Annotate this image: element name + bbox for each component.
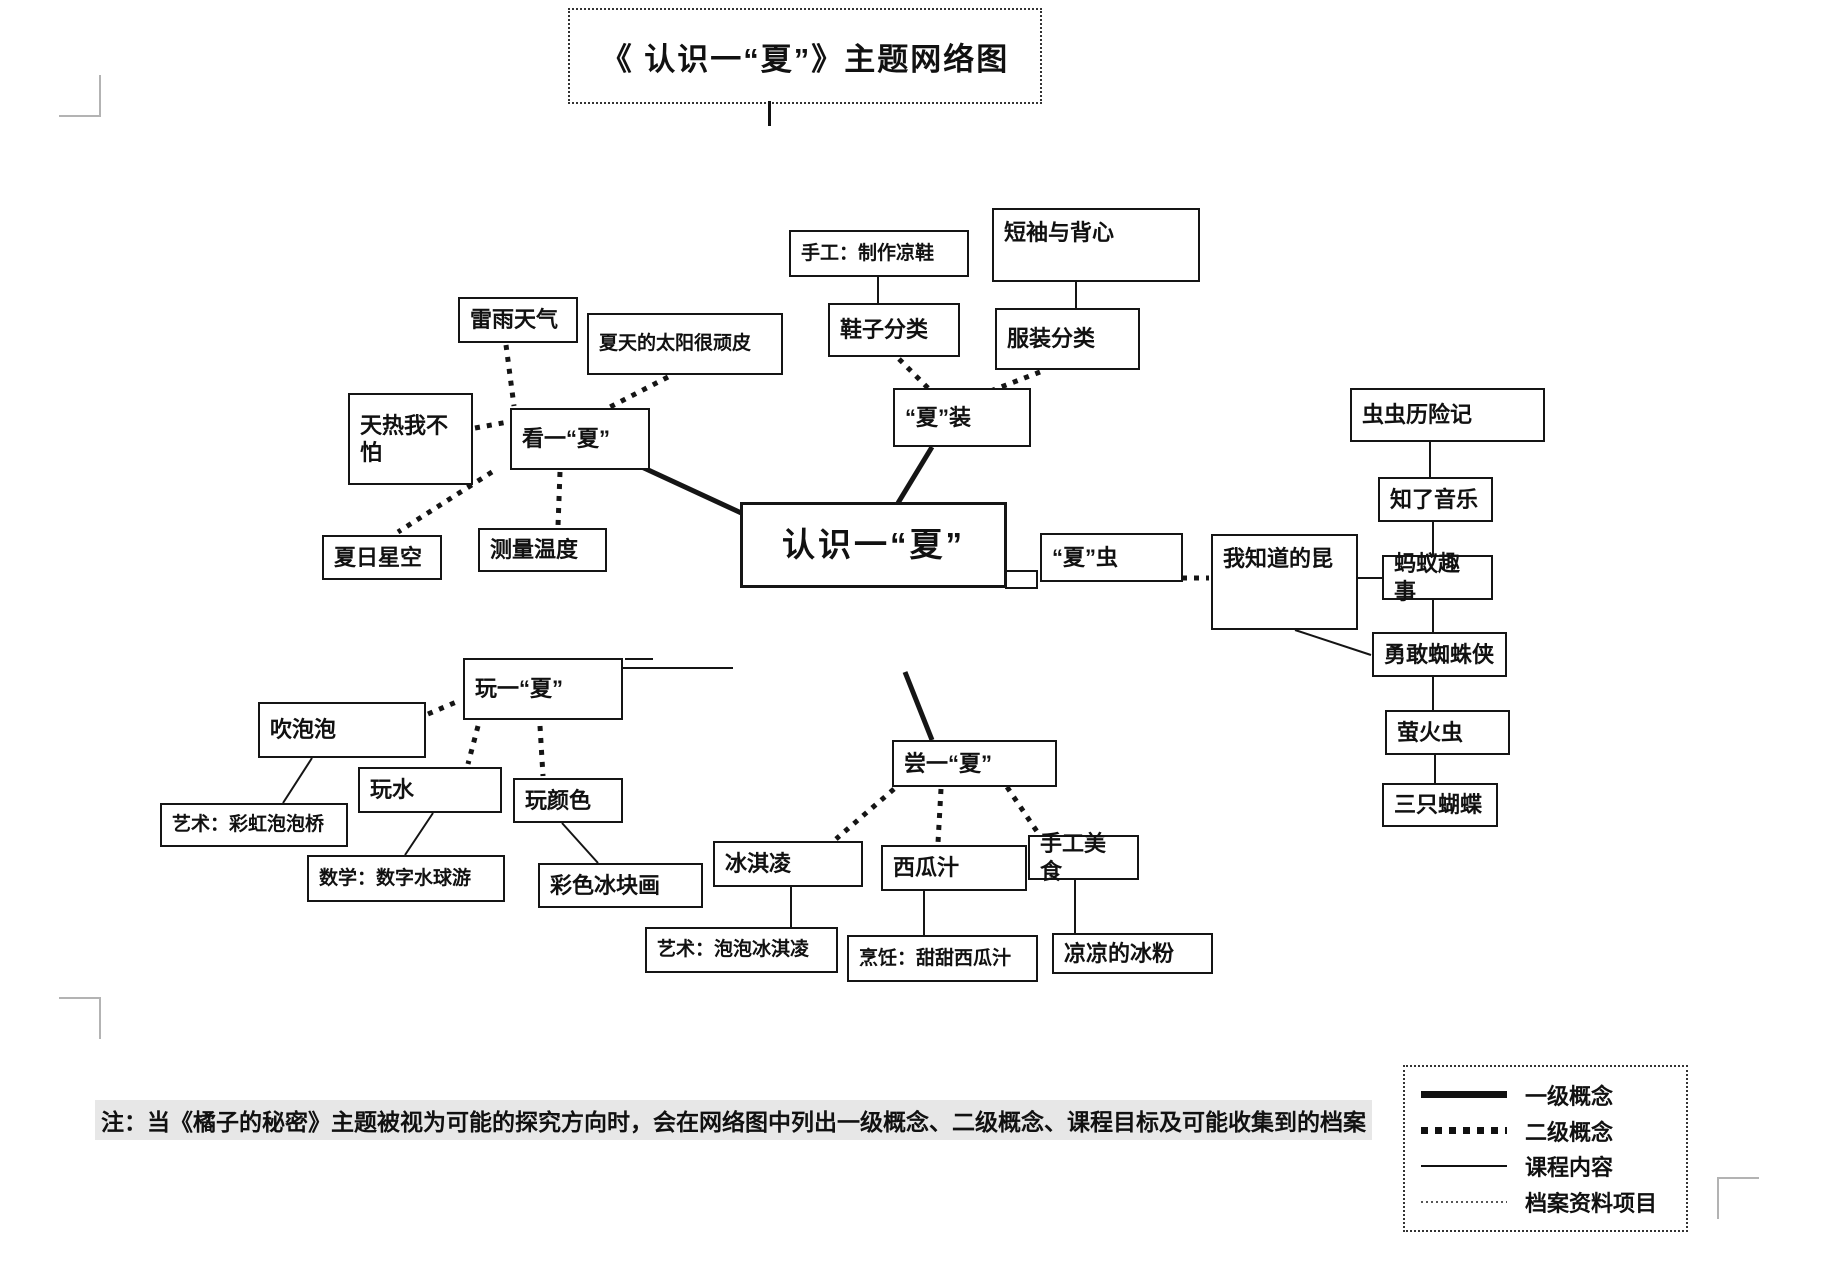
node-shuxue-shuzi-shuiqiuyou: 数学：数字水球游 bbox=[307, 855, 505, 902]
node-wan-yanse: 玩颜色 bbox=[513, 778, 623, 823]
thick-dotted-line-swatch bbox=[1421, 1127, 1507, 1135]
node-xiezi-fenlei: 鞋子分类 bbox=[828, 303, 960, 357]
edge-kan-yi-xia--celiang-wendu bbox=[555, 471, 563, 527]
diagram-title-text: 《 认识一“夏”》主题网络图 bbox=[600, 41, 1010, 77]
edge-xiatian-taiyang--kan-yi-xia bbox=[608, 374, 670, 410]
node-tianre-wo-bu-pa: 天热我不怕 bbox=[348, 393, 473, 485]
node-wo-zhidao-de-kun: 我知道的昆 bbox=[1211, 534, 1358, 630]
edge-leiyu-tianqi--kan-yi-xia bbox=[503, 344, 517, 407]
legend-label-archive: 档案资料项目 bbox=[1525, 1191, 1658, 1217]
node-yonggan-zhizhuxia: 勇敢蜘蛛侠 bbox=[1372, 632, 1507, 677]
cropmark-bottom-left-h bbox=[59, 997, 101, 999]
node-xiguazhi: 西瓜汁 bbox=[881, 845, 1027, 891]
thin-dotted-line-swatch bbox=[1421, 1201, 1507, 1204]
cropmark-top-left-h bbox=[59, 115, 101, 117]
node-leiyu-tianqi: 雷雨天气 bbox=[458, 297, 578, 343]
node-liangliang-de-bingfen: 凉凉的冰粉 bbox=[1052, 933, 1213, 974]
node-zhile-yinyue: 知了音乐 bbox=[1378, 477, 1493, 522]
cropmark-bottom-left-v bbox=[99, 997, 101, 1039]
legend-label-secondary: 二级概念 bbox=[1525, 1119, 1614, 1145]
cropmark-bottom-right-h bbox=[1717, 1177, 1759, 1179]
node-shougong-liangxie: 手工：制作凉鞋 bbox=[789, 230, 969, 277]
node-mayi-qushi: 蚂蚁趣事 bbox=[1382, 551, 1493, 604]
node-center: 认识一“夏” bbox=[740, 502, 1007, 588]
edge-wan-shui--shuxue-shuzi-shuiqiuyou bbox=[404, 812, 434, 856]
title-connector-tick bbox=[768, 101, 771, 126]
cropmark-bottom-right-v bbox=[1717, 1177, 1719, 1219]
edge-tianre-wo-bu-pa--kan-yi-xia bbox=[474, 419, 509, 431]
node-xia-zhuang: “夏”装 bbox=[893, 388, 1031, 447]
node-chang-yi-xia: 尝一“夏” bbox=[892, 740, 1057, 787]
node-yinghuochong: 萤火虫 bbox=[1385, 710, 1510, 755]
footnote: 注：当《橘子的秘密》主题被视为可能的探究方向时，会在网络图中列出一级概念、二级概… bbox=[95, 1100, 1372, 1140]
legend-row-secondary: 二级概念 bbox=[1421, 1115, 1670, 1147]
node-celiang-wendu: 测量温度 bbox=[478, 528, 607, 572]
thick-solid-line-swatch bbox=[1421, 1091, 1507, 1099]
edge-wan-yi-xia--wan-shui bbox=[465, 725, 481, 765]
node-chui-paopao: 吹泡泡 bbox=[258, 702, 426, 758]
edge-xiezi-fenlei--xia-zhuang bbox=[897, 357, 930, 390]
thin-solid-line-swatch bbox=[1421, 1165, 1507, 1168]
node-pengren-tiantian-xiguazhi: 烹饪：甜甜西瓜汁 bbox=[847, 935, 1038, 982]
legend-label-course: 课程内容 bbox=[1525, 1155, 1614, 1181]
edge-chang-yi-xia--shougong-meishi bbox=[1004, 785, 1041, 835]
edge-wo-zhidao-de-kun--yonggan-zhizhuxia bbox=[1294, 629, 1372, 656]
edge-wan-yi-xia--wan-yanse bbox=[537, 725, 546, 777]
edge-wan-yanse--caise-bingkuaihua bbox=[561, 822, 599, 864]
edge-center--chang-yi-xia bbox=[902, 671, 935, 741]
node-shougong-meishi: 手工美食 bbox=[1028, 831, 1139, 884]
edge-xia-zhuang--center bbox=[895, 445, 935, 505]
edge-kan-yi-xia--center bbox=[631, 460, 752, 520]
node-sanzhi-hudie: 三只蝴蝶 bbox=[1382, 783, 1498, 827]
legend-row-archive: 档案资料项目 bbox=[1421, 1186, 1670, 1218]
edge-chui-paopao--wan-yi-xia bbox=[427, 697, 462, 717]
node-caise-bingkuaihua: 彩色冰块画 bbox=[538, 863, 703, 908]
legend: 一级概念 二级概念 课程内容 档案资料项目 bbox=[1403, 1065, 1688, 1232]
legend-label-primary: 一级概念 bbox=[1525, 1083, 1614, 1109]
node-xiari-xingkong: 夏日星空 bbox=[322, 535, 442, 580]
node-kan-yi-xia: 看一“夏” bbox=[510, 408, 650, 470]
edge-chang-yi-xia--xiguazhi bbox=[935, 788, 944, 844]
node-wan-yi-xia: 玩一“夏” bbox=[463, 658, 623, 720]
legend-row-course: 课程内容 bbox=[1421, 1150, 1670, 1182]
legend-row-primary: 一级概念 bbox=[1421, 1079, 1670, 1111]
node-fuzhuang-fenlei: 服装分类 bbox=[995, 308, 1140, 370]
node-xiatian-taiyang: 夏天的太阳很顽皮 bbox=[587, 313, 783, 375]
edge-chang-yi-xia--bingqiling bbox=[834, 787, 896, 841]
node-yishu-caihong-paopaoqiao: 艺术：彩虹泡泡桥 bbox=[160, 803, 348, 847]
node-xia-chong: “夏”虫 bbox=[1040, 533, 1183, 582]
node-bingqiling: 冰淇凌 bbox=[713, 841, 863, 887]
node-wan-shui: 玩水 bbox=[358, 767, 502, 813]
node-yishu-paopao-bingqiling: 艺术：泡泡冰淇凌 bbox=[645, 927, 838, 973]
node-chongchong-lixianji: 虫虫历险记 bbox=[1350, 388, 1545, 442]
diagram-title: 《 认识一“夏”》主题网络图 bbox=[568, 8, 1042, 104]
cropmark-top-left-v bbox=[99, 75, 101, 117]
edge-chui-paopao--yishu-caihong-paopaoqiao bbox=[282, 757, 313, 804]
node-duanxiu-beixin: 短袖与背心 bbox=[992, 208, 1200, 282]
